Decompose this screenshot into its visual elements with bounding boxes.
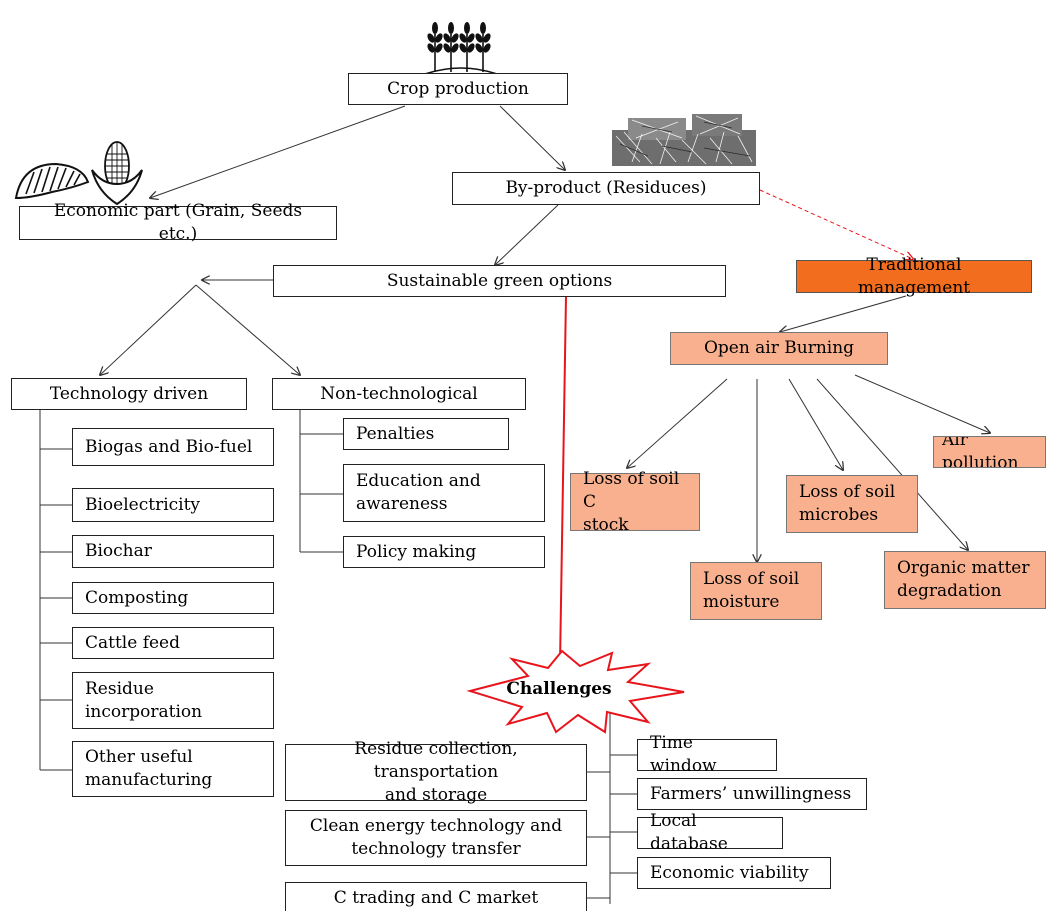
effect-soil-microbes: Loss of soil microbes (786, 475, 918, 533)
tech-item-residue-incorporation: Residue incorporation (72, 672, 274, 729)
challenge-clean-energy: Clean energy technology and technology t… (285, 810, 587, 866)
non-tech-item-penalties: Penalties (343, 418, 509, 450)
wheat-icon (425, 22, 497, 75)
effect-air-pollution: Air pollution (933, 436, 1046, 468)
tech-item-bioelectricity: Bioelectricity (72, 488, 274, 522)
challenge-local-database: Local database (637, 811, 783, 854)
challenge-economic-viability: Economic viability (637, 857, 831, 889)
tech-item-composting: Composting (72, 582, 274, 614)
grain-seeds-icon (14, 162, 90, 200)
corn-icon (91, 141, 143, 206)
tech-item-biochar: Biochar (72, 535, 274, 568)
effect-organic-matter: Organic matter degradation (884, 551, 1046, 609)
economic-part-node: Economic part (Grain, Seeds etc.) (19, 201, 337, 244)
tech-item-other-manufacturing: Other useful manufacturing (72, 741, 274, 797)
traditional-management-node: Traditional management (796, 255, 1032, 298)
straw-residue-image (612, 112, 756, 166)
challenges-starburst (466, 649, 685, 734)
non-tech-item-education: Education and awareness (343, 464, 545, 522)
by-product-node: By-product (Residuces) (452, 172, 760, 205)
crop-production-node: Crop production (348, 73, 568, 105)
challenge-farmers-unwillingness: Farmers’ unwillingness (637, 778, 867, 810)
challenge-c-trading: C trading and C market (285, 882, 587, 911)
effect-soil-c-stock: Loss of soil C stock (570, 469, 700, 535)
challenges-label: Challenges (506, 679, 612, 699)
non-technological-node: Non-technological (272, 378, 526, 410)
technology-driven-node: Technology driven (11, 378, 247, 410)
non-tech-item-policy: Policy making (343, 536, 545, 568)
challenge-residue-collection: Residue collection, transportation and s… (285, 739, 587, 805)
effect-soil-moisture: Loss of soil moisture (690, 562, 822, 620)
open-air-burning-node: Open air Burning (670, 332, 888, 365)
sustainable-green-options-node: Sustainable green options (273, 265, 726, 297)
tech-item-cattle-feed: Cattle feed (72, 627, 274, 659)
tech-item-biogas: Biogas and Bio-fuel (72, 428, 274, 466)
challenge-time-window: Time window (637, 733, 777, 776)
